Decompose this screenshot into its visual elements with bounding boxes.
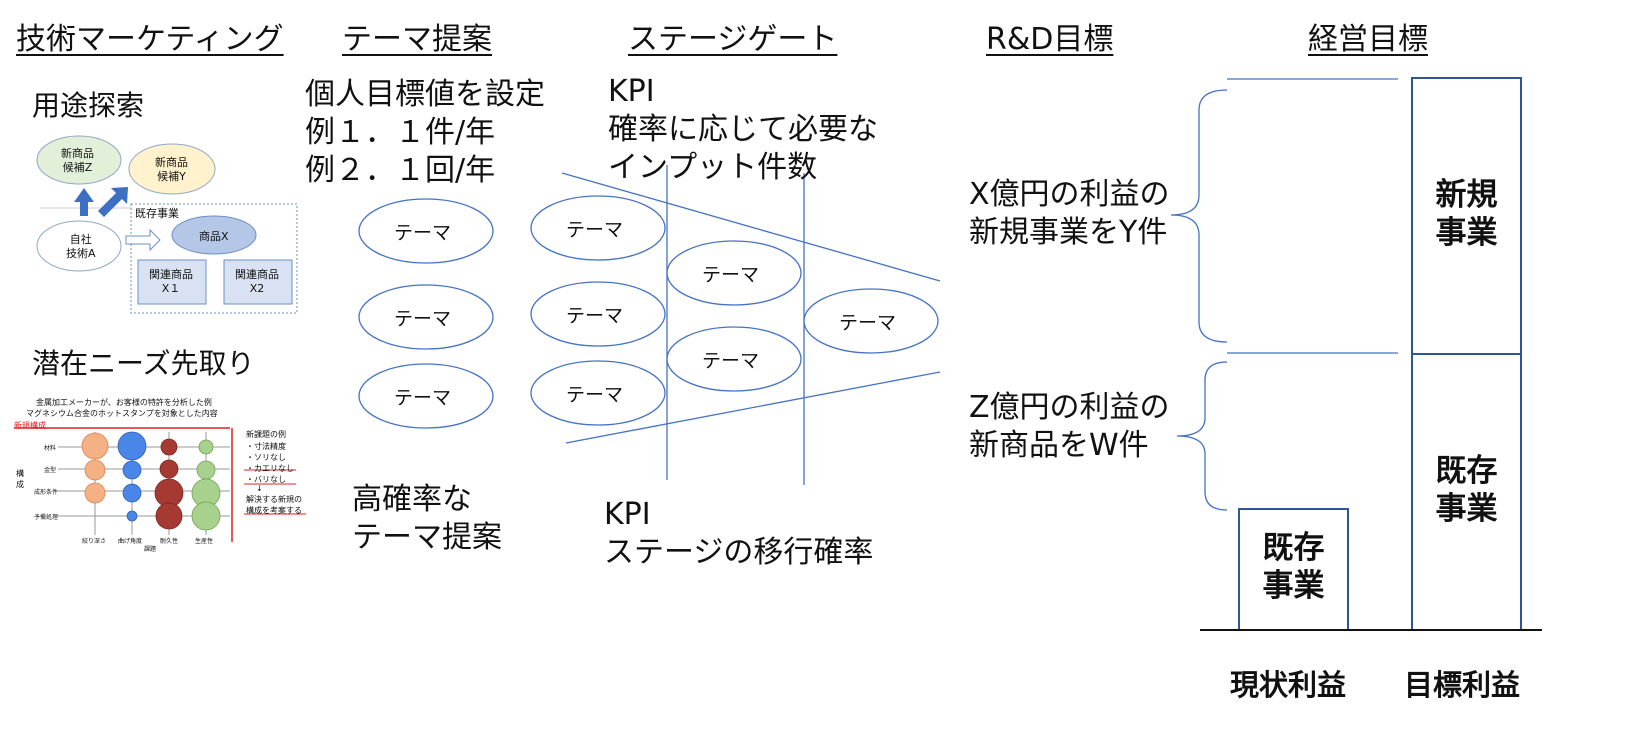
header-stage-gate: ステージゲート	[628, 22, 838, 57]
funnel-bottom-line	[565, 371, 941, 444]
up-arrow-icon	[74, 188, 94, 216]
bubble	[198, 439, 214, 455]
existing-business-current-label: 既存事業	[1262, 530, 1325, 604]
row-label: 予備処理	[34, 514, 59, 521]
related-x2-box	[223, 259, 293, 305]
bubble	[122, 460, 142, 480]
target-profit-label: 目標利益	[1404, 668, 1521, 702]
new-issue-list: ・寸法精度・ソリなし・カエリなし・バリなし	[246, 442, 294, 484]
header-rd-goal: R&D目標	[986, 22, 1114, 57]
col-label: 曲げ角度	[118, 538, 143, 545]
col-label: 生産性	[195, 538, 214, 545]
brace-new-business	[1170, 89, 1228, 343]
theme-ellipse	[358, 284, 494, 350]
bubble	[126, 510, 138, 522]
theme-label: テーマ	[702, 264, 760, 286]
bubble	[122, 483, 142, 503]
own-tech-ellipse	[36, 220, 122, 272]
goal-existing-business: Z億円の利益の新商品をW件	[969, 390, 1170, 463]
related-x1-box	[137, 259, 207, 305]
matrix-bubbles	[81, 431, 221, 531]
header-technical-marketing: 技術マーケティング	[16, 22, 284, 57]
bubble	[84, 459, 106, 481]
bubble	[160, 438, 178, 456]
theme-label: テーマ	[566, 384, 624, 406]
product-x-ellipse	[171, 215, 257, 255]
row-label: 材料	[44, 445, 57, 452]
header-management-goal: 経営目標	[1308, 22, 1428, 57]
theme-label: テーマ	[702, 350, 760, 372]
diagonal-arrow-icon	[98, 187, 128, 217]
col-label: 耐久性	[160, 538, 179, 545]
bubble	[159, 459, 179, 479]
example-title-line2: マグネシウム合金のホットスタンプを対象とした内容	[26, 409, 218, 418]
example-title-line1: 金属加工メーカーが、お客様の特許を分析した例	[36, 398, 212, 407]
theme-label: テーマ	[394, 387, 452, 409]
candidate-z-ellipse	[36, 135, 122, 185]
brace-existing-business	[1176, 361, 1228, 511]
theme-ellipse	[530, 281, 666, 347]
new-business-bar	[1411, 77, 1522, 355]
solve-text: 解決する新規の構成を考案する	[246, 495, 302, 515]
theme-ellipse	[803, 288, 939, 354]
candidate-y-label: 新商品候補Y	[155, 156, 188, 183]
bubble	[84, 482, 106, 504]
latent-needs-title: 潜在ニーズ先取り	[32, 347, 255, 380]
theme-label: テーマ	[566, 219, 624, 241]
candidate-z-label: 新商品候補Z	[61, 147, 94, 174]
bottom-label: 課題	[144, 546, 157, 553]
bubble	[155, 502, 183, 530]
theme-label: テーマ	[566, 305, 624, 327]
use-search-title: 用途探索	[32, 89, 145, 122]
product-x-label: 商品X	[199, 230, 229, 243]
existing-business-current-bar	[1238, 508, 1349, 631]
own-tech-label: 自社技術A	[66, 233, 96, 260]
bubble	[196, 460, 216, 480]
bubble	[81, 432, 109, 460]
candidate-y-ellipse	[128, 143, 216, 195]
header-theme-proposal: テーマ提案	[342, 22, 492, 57]
goal-new-business: X億円の利益の新規事業をY件	[969, 177, 1170, 250]
existing-business-target-label: 既存事業	[1435, 453, 1498, 527]
funnel-top-line	[561, 172, 941, 282]
theme-ellipse	[666, 240, 802, 306]
col-label: 絞り深さ	[82, 538, 107, 545]
target-lines: 個人目標値を設定例１．１件/年例２．１回/年	[305, 77, 545, 188]
right-arrow-icon	[125, 228, 161, 252]
high-prob-lines: 高確率なテーマ提案	[352, 482, 502, 555]
current-profit-label: 現状利益	[1230, 668, 1347, 702]
theme-ellipse	[530, 360, 666, 426]
new-structure-label: 新規構成	[14, 421, 46, 430]
new-issue-title: 新課題の例	[246, 430, 286, 439]
side-label: 構成	[16, 469, 24, 489]
theme-label: テーマ	[394, 222, 452, 244]
theme-ellipse	[530, 195, 666, 261]
theme-ellipse	[358, 363, 494, 429]
bubble	[191, 501, 221, 531]
theme-label: テーマ	[839, 312, 897, 334]
bubble	[117, 431, 147, 461]
theme-ellipse	[358, 198, 494, 264]
existing-business-box	[130, 203, 298, 314]
theme-ellipse	[666, 326, 802, 392]
row-label: 金型	[44, 467, 57, 474]
existing-business-label: 既存事業	[135, 207, 179, 220]
row-label: 成形条件	[34, 489, 59, 496]
new-business-label: 新規事業	[1435, 177, 1498, 251]
arrow-down-icon: ↓	[256, 484, 263, 493]
theme-label: テーマ	[394, 308, 452, 330]
